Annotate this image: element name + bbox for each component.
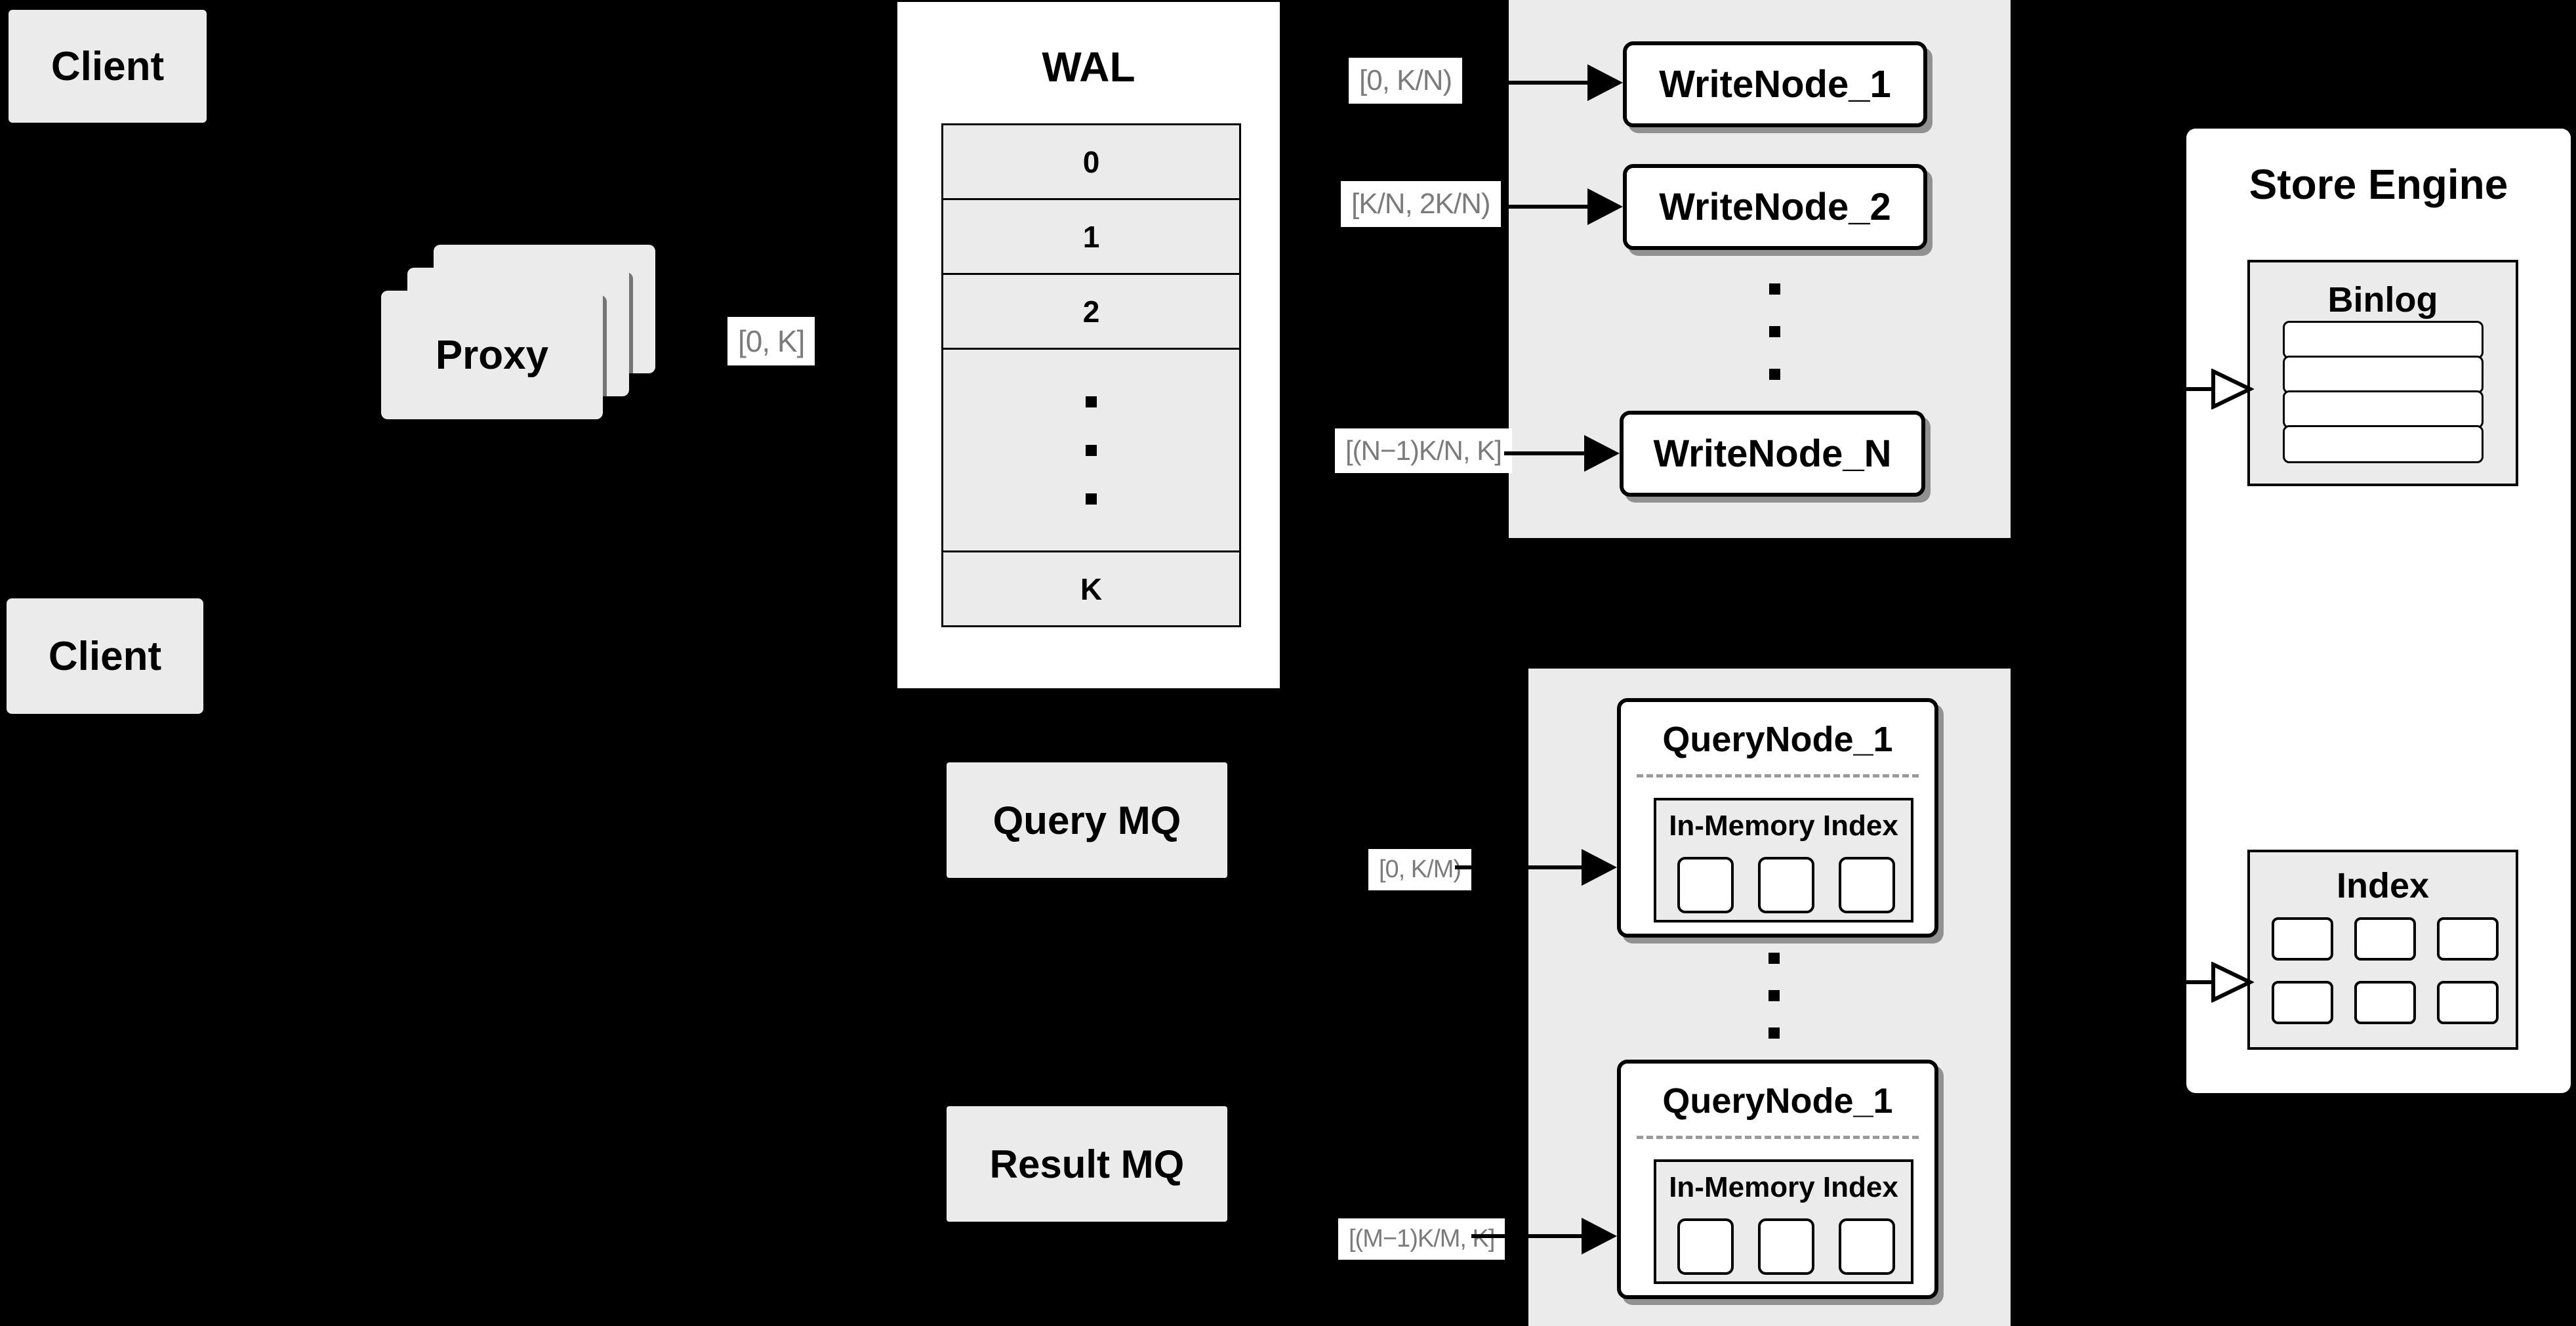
edge-label-0-k: [0, K] (727, 317, 815, 365)
index-segment (2272, 981, 2333, 1024)
wal-segment-table: 0 1 2 K (941, 123, 1241, 627)
query-node-title: QueryNode_1 (1662, 1081, 1893, 1121)
index-segment (2354, 917, 2416, 961)
memory-segment (1677, 1218, 1734, 1275)
query-node-2: QueryNode_1 In-Memory Index (1617, 1060, 1938, 1299)
write-node-n: WriteNode_N (1620, 411, 1925, 497)
edge-label-m1km-k: [(M−1)K/M, K] (1338, 1218, 1505, 1260)
arrowhead-to-writenode1 (1587, 64, 1623, 101)
wal-row-k: K (943, 550, 1239, 625)
in-memory-index-box: In-Memory Index (1654, 1159, 1913, 1284)
query-mq-node: Query MQ (947, 762, 1227, 878)
query-group-ellipsis-dots (1768, 953, 1780, 1039)
query-node-1: QueryNode_1 In-Memory Index (1617, 698, 1938, 938)
write-node-1: WriteNode_1 (1623, 41, 1927, 127)
edge-label-n1kn-k: [(N−1)K/N, K] (1335, 428, 1512, 473)
binlog-title: Binlog (2327, 280, 2438, 320)
binlog-segment-row (2283, 390, 2484, 428)
in-memory-index-title: In-Memory Index (1669, 1171, 1898, 1203)
memory-segment (1758, 857, 1814, 913)
arrow-line-to-writenode2 (1509, 205, 1590, 209)
client-node-top: Client (9, 10, 207, 123)
query-node-title: QueryNode_1 (1662, 720, 1893, 759)
memory-segment (1839, 857, 1895, 913)
in-memory-index-title: In-Memory Index (1669, 810, 1898, 842)
write-node-2: WriteNode_2 (1623, 164, 1927, 250)
arrow-line-to-writenoden (1504, 451, 1587, 455)
arrowhead-to-writenode2 (1587, 188, 1623, 225)
index-segment (2272, 917, 2333, 961)
memory-segment (1839, 1218, 1895, 1275)
wal-row-1: 1 (943, 198, 1239, 273)
wal-title: WAL (1042, 43, 1135, 91)
wal-row-2: 2 (943, 273, 1239, 348)
arrow-line-to-querynode1 (1455, 865, 1584, 869)
index-segment (2354, 981, 2416, 1024)
result-mq-node: Result MQ (947, 1106, 1227, 1222)
memory-segment (1677, 857, 1734, 913)
index-title: Index (2336, 866, 2430, 905)
arrow-line-to-binlog (2186, 387, 2214, 391)
arrow-line-to-index (2186, 980, 2214, 984)
binlog-segment-row (2283, 356, 2484, 394)
store-engine-title: Store Engine (2249, 161, 2508, 208)
arrowhead-to-querynode1 (1582, 849, 1617, 886)
arrowhead-to-querynode2 (1582, 1218, 1617, 1254)
wal-row-0: 0 (943, 125, 1239, 198)
arrow-line-to-querynode2 (1471, 1234, 1584, 1238)
open-arrowhead-to-binlog (2211, 369, 2254, 409)
proxy-node: Proxy (381, 291, 603, 419)
edge-label-0-km: [0, K/M) (1368, 849, 1472, 890)
binlog-segment-row (2283, 321, 2484, 359)
query-node-divider (1637, 1136, 1919, 1139)
arrow-line-to-writenode1 (1477, 81, 1590, 85)
client-node-bottom: Client (7, 598, 203, 714)
edge-label-0-kn: [0, K/N) (1349, 58, 1463, 104)
memory-segment (1758, 1218, 1814, 1275)
wal-row-ellipsis (943, 348, 1239, 550)
wal-ellipsis-dots (1086, 396, 1097, 505)
index-segment (2437, 917, 2499, 961)
edge-label-kn-2kn: [K/N, 2K/N) (1341, 181, 1501, 227)
arrowhead-to-writenoden (1584, 435, 1620, 472)
binlog-segment-row (2283, 425, 2484, 463)
open-arrowhead-to-index (2211, 962, 2254, 1003)
index-segment (2437, 981, 2499, 1024)
write-group-ellipsis-dots (1769, 283, 1780, 380)
query-node-divider (1637, 774, 1919, 777)
in-memory-index-box: In-Memory Index (1654, 798, 1913, 922)
